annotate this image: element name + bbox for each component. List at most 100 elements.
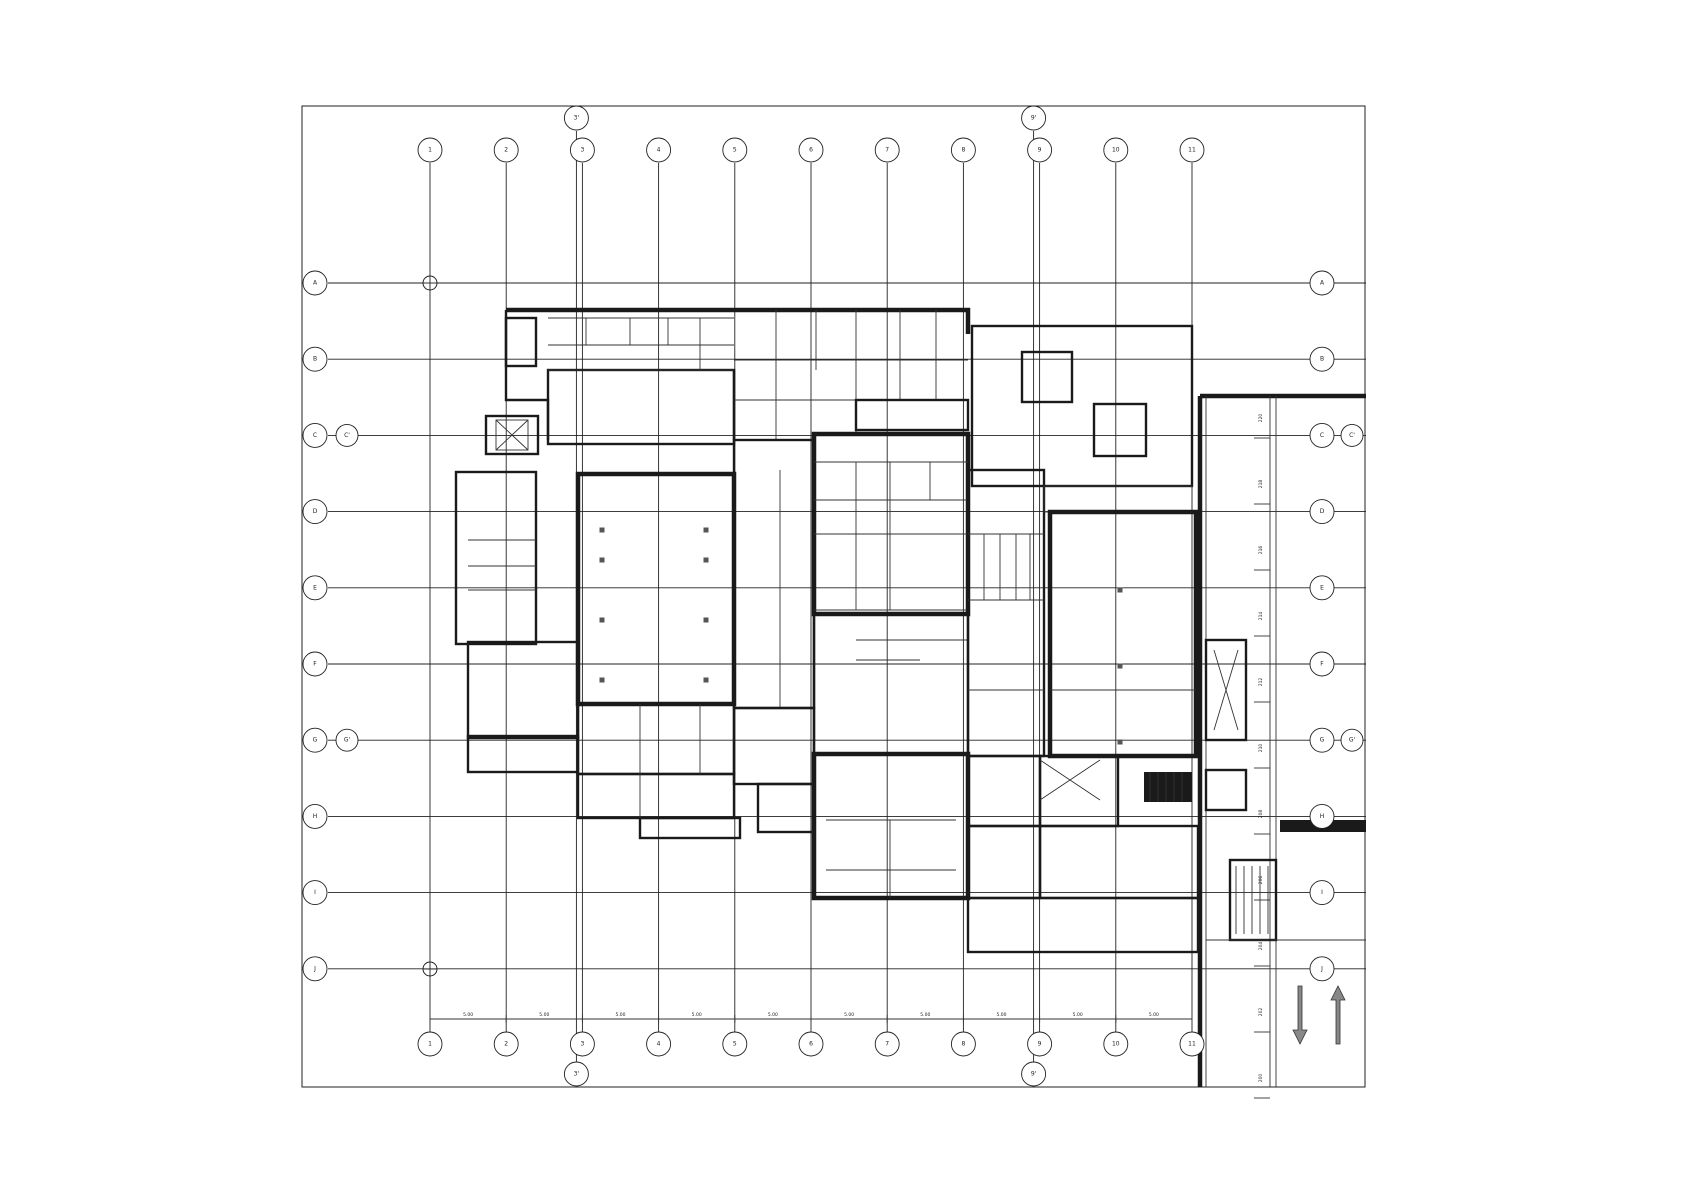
- column-icon: [423, 276, 437, 290]
- column-icon: [423, 962, 437, 976]
- grid-bubble-col-7: [874, 1031, 900, 1057]
- building-walls: [454, 307, 1366, 1087]
- grid-label-col-2: 2: [504, 1041, 508, 1048]
- grid-label-row-J: J: [1320, 965, 1323, 972]
- grid-label-row-I: I: [314, 889, 316, 896]
- grid-bubble-row-H: [1309, 803, 1335, 829]
- column-icon: [599, 677, 605, 683]
- grid-label-col-6: 6: [809, 147, 813, 154]
- station-label: 208: [1258, 810, 1264, 819]
- grid-bubble-rowsub-1: [335, 728, 359, 752]
- grid-bubble-row-A: [1309, 270, 1335, 296]
- grid-bubble-row-J: [302, 956, 328, 982]
- grid-label-col-6: 6: [809, 1041, 813, 1048]
- grid-bubble-col-4: [646, 1031, 672, 1057]
- grid-label-col-8: 8: [961, 147, 965, 154]
- grid-bubble-col-1: [417, 1031, 443, 1057]
- grid-label-rowsub-0: C': [344, 432, 350, 439]
- column-icon: [599, 557, 605, 563]
- grid-label-rowsub-0: C': [1349, 432, 1355, 439]
- dimension-text: 5.00: [920, 1012, 930, 1018]
- grid-bubble-col-11: [1179, 1031, 1205, 1057]
- grid-bubble-col-8: [950, 1031, 976, 1057]
- grid-label-sub-0: 3': [574, 115, 580, 122]
- grid-label-row-D: D: [313, 508, 318, 515]
- station-label: 202: [1258, 1008, 1264, 1017]
- grid-label-col-7: 7: [885, 147, 889, 154]
- station-label: 216: [1258, 546, 1264, 555]
- station-label: 204: [1258, 942, 1264, 951]
- grid-bubble-col-9: [1027, 1031, 1053, 1057]
- direction-arrow-icon: [1292, 985, 1346, 1045]
- dimension-text: 5.00: [463, 1012, 473, 1018]
- grid-bubble-col-6: [798, 137, 824, 163]
- grid-bubble-col-3: [569, 1031, 595, 1057]
- grid-label-row-F: F: [313, 661, 317, 668]
- grid-label-row-B: B: [313, 356, 317, 363]
- grid-label-row-H: H: [313, 813, 318, 820]
- station-label: 200: [1258, 1074, 1264, 1083]
- grid-label-row-A: A: [313, 280, 318, 287]
- grid-label-row-G: G: [313, 737, 318, 744]
- grid-label-col-11: 11: [1188, 1041, 1196, 1048]
- grid-label-sub-1: 9': [1031, 1071, 1037, 1078]
- grid-bubble-col-5: [722, 1031, 748, 1057]
- column-icon: [599, 617, 605, 623]
- grid-label-row-C: C: [313, 432, 317, 439]
- station-label: 214: [1258, 612, 1264, 621]
- grid-bubble-col-3: [569, 137, 595, 163]
- dimension-text: 5.00: [539, 1012, 549, 1018]
- grid-bubble-row-E: [1309, 575, 1335, 601]
- grid-bubble-sub-0: [563, 1061, 589, 1087]
- grid-bubble-col-10: [1103, 1031, 1129, 1057]
- grid-label-sub-1: 9': [1031, 115, 1037, 122]
- grid-label-col-5: 5: [733, 1041, 737, 1048]
- grid-label-row-C: C: [1320, 432, 1324, 439]
- grid-label-col-2: 2: [504, 147, 508, 154]
- station-label: 210: [1258, 744, 1264, 753]
- grid-bubble-row-D: [302, 499, 328, 525]
- grid-bubble-col-11: [1179, 137, 1205, 163]
- dimension-text: 5.00: [1149, 1012, 1159, 1018]
- grid-label-row-E: E: [1320, 584, 1324, 591]
- grid-label-row-G: G: [1320, 737, 1325, 744]
- dimension-text: 5.00: [768, 1012, 778, 1018]
- grid-bubble-row-B: [1309, 346, 1335, 372]
- grid-bubble-row-F: [302, 651, 328, 677]
- station-label: 220: [1258, 414, 1264, 423]
- column-icon: [703, 677, 709, 683]
- grid-bubble-col-10: [1103, 137, 1129, 163]
- dimension-text: 5.00: [844, 1012, 854, 1018]
- grid-bubble-rowsub-0: [1340, 423, 1364, 447]
- column-icon: [703, 617, 709, 623]
- station-label: 218: [1258, 480, 1264, 489]
- sheet-border: [301, 105, 1366, 1088]
- grid-bubble-col-2: [493, 137, 519, 163]
- grid-bubble-row-E: [302, 575, 328, 601]
- grid-label-col-3: 3: [580, 1041, 584, 1048]
- column-icon: [1117, 663, 1123, 669]
- grid-bubble-col-8: [950, 137, 976, 163]
- grid-bubble-col-4: [646, 137, 672, 163]
- grid-bubble-col-1: [417, 137, 443, 163]
- grid-bubble-row-F: [1309, 651, 1335, 677]
- grid-label-sub-0: 3': [574, 1071, 580, 1078]
- grid-bubble-col-9: [1027, 137, 1053, 163]
- grid-label-row-B: B: [1320, 356, 1324, 363]
- grid-bubble-row-C: [302, 422, 328, 448]
- grid-bubble-row-I: [302, 880, 328, 906]
- station-label: 206: [1258, 876, 1264, 885]
- dimension-text: 5.00: [1073, 1012, 1083, 1018]
- grid-label-col-9: 9: [1038, 147, 1042, 154]
- grid-label-col-1: 1: [428, 147, 432, 154]
- grid-label-row-J: J: [313, 965, 316, 972]
- grid-bubble-row-I: [1309, 880, 1335, 906]
- column-icon: [1117, 739, 1123, 745]
- grid-label-col-7: 7: [885, 1041, 889, 1048]
- grid-label-col-8: 8: [961, 1041, 965, 1048]
- grid-label-row-E: E: [313, 584, 317, 591]
